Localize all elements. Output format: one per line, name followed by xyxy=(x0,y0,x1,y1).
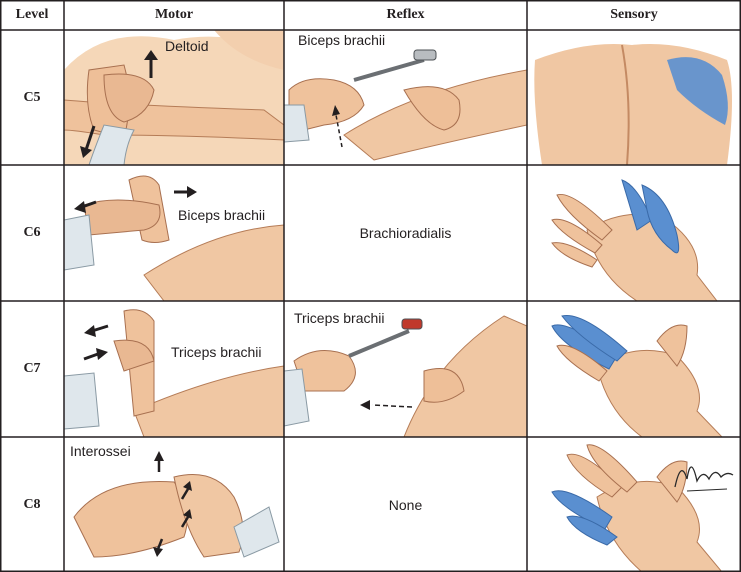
reflex-label-biceps: Biceps brachii xyxy=(298,32,386,48)
motor-c8: Interossei xyxy=(64,437,284,572)
reflex-c5: Biceps brachii xyxy=(284,30,527,165)
reflex-text-none: None xyxy=(388,496,423,513)
level-c8-text: C8 xyxy=(23,496,41,512)
reflex-c8: None xyxy=(284,437,527,572)
biceps-reflex-illustration xyxy=(284,49,527,161)
c7-dermatome-hand-illustration xyxy=(551,314,723,437)
level-c7: C7 xyxy=(0,301,64,437)
motor-c6: Biceps brachii xyxy=(64,165,284,301)
level-c8: C8 xyxy=(0,437,64,572)
level-c6: C6 xyxy=(0,165,64,301)
c6-dermatome-hand-illustration xyxy=(551,179,718,301)
header-motor: Motor xyxy=(64,0,284,30)
header-reflex-text: Reflex xyxy=(386,7,425,22)
header-level-text: Level xyxy=(15,7,49,22)
reflex-c7: Triceps brachii xyxy=(284,301,527,437)
motor-c5: Deltoid xyxy=(64,30,284,165)
header-motor-text: Motor xyxy=(154,7,194,22)
motor-label-triceps: Triceps brachii xyxy=(171,344,262,360)
motor-label-biceps: Biceps brachii xyxy=(178,207,266,223)
header-reflex: Reflex xyxy=(284,0,527,30)
level-c6-text: C6 xyxy=(23,225,41,240)
sensory-c6 xyxy=(527,165,741,301)
header-level: Level xyxy=(0,0,64,30)
biceps-test-illustration xyxy=(64,175,284,301)
netter-signature xyxy=(674,466,734,492)
triceps-test-illustration xyxy=(64,309,284,437)
sensory-c5 xyxy=(527,30,741,165)
header-sensory: Sensory xyxy=(527,0,741,30)
c5-dermatome-back-illustration xyxy=(534,44,732,165)
level-c5-text: C5 xyxy=(23,89,41,105)
reflex-label-triceps: Triceps brachii xyxy=(294,310,385,326)
sensory-c7 xyxy=(527,301,741,437)
motor-label-interossei: Interossei xyxy=(70,443,131,459)
header-sensory-text: Sensory xyxy=(610,7,658,22)
reflex-text-brachioradialis: Brachioradialis xyxy=(359,225,452,241)
sensory-c8 xyxy=(527,437,741,572)
level-c7-text: C7 xyxy=(23,361,41,376)
motor-c7: Triceps brachii xyxy=(64,301,284,437)
motor-label-deltoid: Deltoid xyxy=(165,38,209,54)
level-c5: C5 xyxy=(0,30,64,165)
reflex-c6: Brachioradialis xyxy=(284,165,527,301)
